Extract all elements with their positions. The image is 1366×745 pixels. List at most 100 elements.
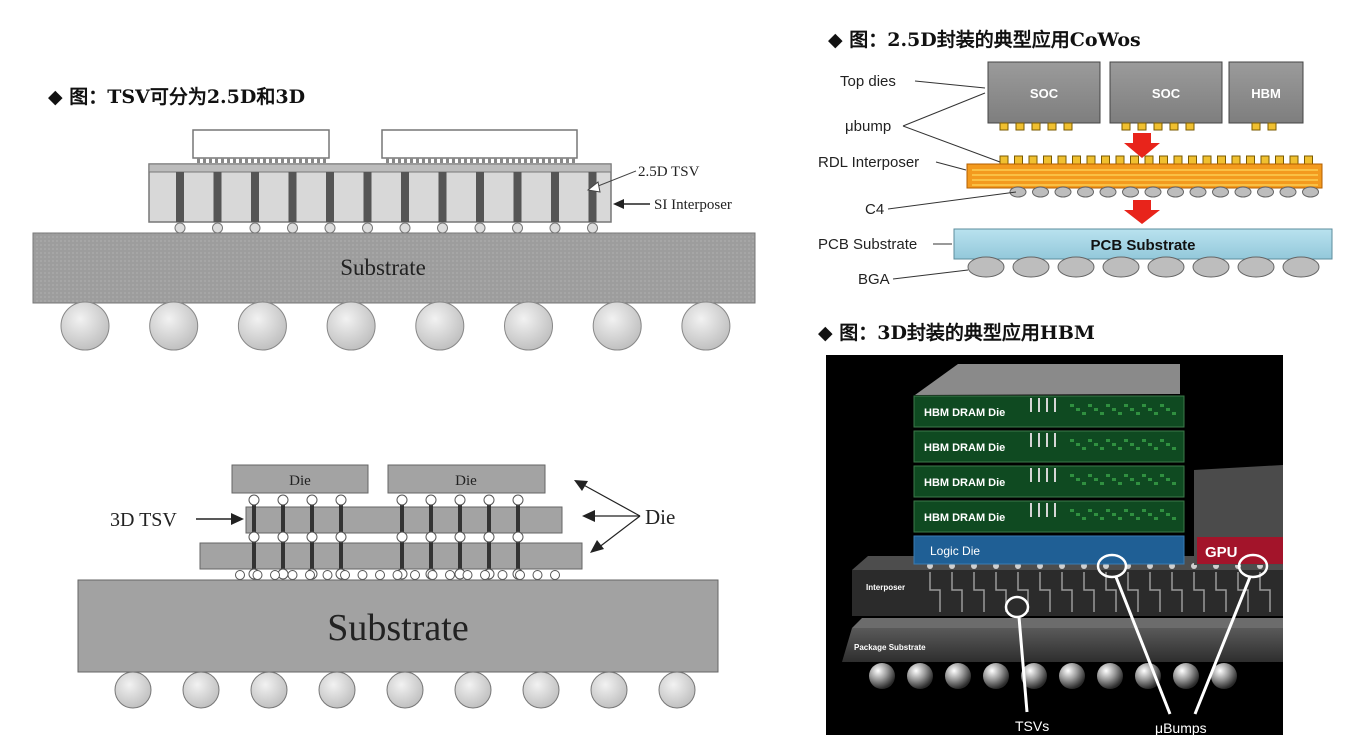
cowos-c4-bumps — [1009, 186, 1319, 198]
hbm-interposer-label: Interposer — [866, 583, 905, 592]
bga-ball — [326, 301, 376, 351]
rdl-ubump — [1202, 155, 1212, 165]
microbump — [227, 158, 230, 163]
microbump — [476, 158, 479, 163]
interposer-trace — [1039, 572, 1051, 612]
3d-substrate — [77, 579, 719, 673]
microbump — [410, 158, 413, 163]
tsv-bump — [425, 531, 437, 543]
c4-bump — [249, 222, 261, 234]
c4-bump — [1189, 186, 1207, 198]
hbm-callout-circle-2 — [1237, 553, 1269, 579]
interposer-trace — [995, 572, 1007, 612]
tsv-column — [363, 172, 372, 222]
dram-pattern — [1088, 474, 1092, 477]
tsv-bump — [445, 570, 455, 580]
rdl-ubump — [1289, 155, 1299, 165]
c4-bump — [549, 222, 561, 234]
c4-bump — [512, 222, 523, 234]
rdl-ubump — [1072, 155, 1081, 165]
tsv-bump — [235, 570, 245, 580]
hbm-ubumps-label: μBumps — [1155, 720, 1207, 736]
c4-bump — [1032, 186, 1049, 198]
bga-ball — [1282, 256, 1320, 278]
dram-pattern — [1070, 474, 1074, 477]
tsv-bump — [375, 570, 385, 580]
rdl-ubump — [1159, 155, 1168, 165]
package-ball — [869, 663, 895, 689]
dram-pattern — [1136, 517, 1140, 520]
3d-tsv-columns — [235, 494, 560, 580]
hbm-dram-die-1-label: HBM DRAM Die — [924, 407, 1005, 419]
microbump — [323, 158, 326, 163]
rdl-ubump — [1130, 155, 1139, 165]
package-ball — [945, 663, 971, 689]
dram-tsv — [1030, 433, 1032, 447]
dram-pattern — [1160, 404, 1164, 407]
hbm-gpu-die — [1197, 537, 1283, 564]
tsv-column — [513, 172, 522, 222]
rdl-ubump — [1231, 155, 1241, 165]
microbump — [464, 158, 467, 163]
diagram-2.5d-tsv: Substrate 2.5D TSV SI Interposer — [32, 129, 756, 351]
cowos-die-hbm-label: HBM — [1251, 86, 1281, 101]
interposer-trace — [1127, 572, 1139, 612]
interposer-trace — [1083, 572, 1095, 612]
interposer-trace — [973, 572, 985, 612]
tsv-bump — [550, 570, 560, 580]
hbm-callout-circle-1 — [1096, 553, 1128, 579]
dram-pattern — [1130, 408, 1134, 411]
rdl-ubump — [1144, 155, 1154, 165]
tsv-column — [176, 172, 184, 222]
dram-tsv — [1030, 398, 1032, 412]
dram-pattern — [1070, 439, 1074, 442]
hbm-dram-die-2 — [913, 430, 1185, 463]
bga-ball — [1102, 256, 1140, 278]
tsv-column — [551, 172, 559, 222]
rdl-ubump — [1101, 155, 1110, 165]
hbm-dram-die-1 — [913, 395, 1185, 428]
microbump — [554, 158, 557, 163]
dram-pattern — [1082, 412, 1086, 415]
2.5d-c4-bumps — [174, 222, 598, 234]
dram-pattern — [1112, 443, 1116, 446]
dram-pattern — [1160, 439, 1164, 442]
dram-pattern — [1136, 412, 1140, 415]
dram-pattern — [1118, 412, 1122, 415]
ubump — [1047, 122, 1057, 131]
3d-die-top-right-label: Die — [455, 473, 477, 489]
rdl-ubump — [1014, 155, 1023, 165]
cowos-pcb-label: PCB Substrate — [818, 236, 917, 253]
microbump — [287, 158, 290, 163]
dram-tsv — [1046, 398, 1048, 412]
cowos-die-soc-2-label: SOC — [1152, 86, 1181, 101]
diagram-cowos: SOC SOC HBM PCB Substrate Top dies μbump… — [818, 61, 1333, 288]
hbm-package-balls — [869, 663, 1237, 689]
ubump — [1169, 122, 1179, 131]
dram-pattern — [1130, 443, 1134, 446]
interposer-trace — [1149, 572, 1161, 612]
dram-pattern — [1094, 443, 1098, 446]
tsv-column — [476, 172, 484, 222]
rdl-ubump — [1260, 155, 1270, 165]
dram-pattern — [1148, 408, 1152, 411]
bga-ball — [250, 671, 288, 709]
c4-bump — [1009, 186, 1027, 198]
dram-tsv — [1046, 468, 1048, 482]
dram-pattern — [1166, 478, 1170, 481]
microbump — [524, 158, 527, 163]
c4-bump — [474, 222, 486, 234]
bga-ball — [1192, 256, 1230, 278]
rdl-ubump — [1275, 155, 1284, 165]
dram-pattern — [1154, 482, 1158, 485]
tsv-bump — [454, 494, 466, 506]
microbump — [560, 158, 563, 163]
dram-pattern — [1172, 482, 1176, 485]
microbump — [482, 158, 485, 163]
tsv-bump — [410, 570, 420, 580]
tsv-column — [438, 172, 447, 222]
bga-ball — [114, 671, 152, 709]
microbump — [197, 158, 200, 163]
c4-bump — [1167, 186, 1184, 198]
3d-tsv-label: 3D TSV — [110, 509, 177, 531]
